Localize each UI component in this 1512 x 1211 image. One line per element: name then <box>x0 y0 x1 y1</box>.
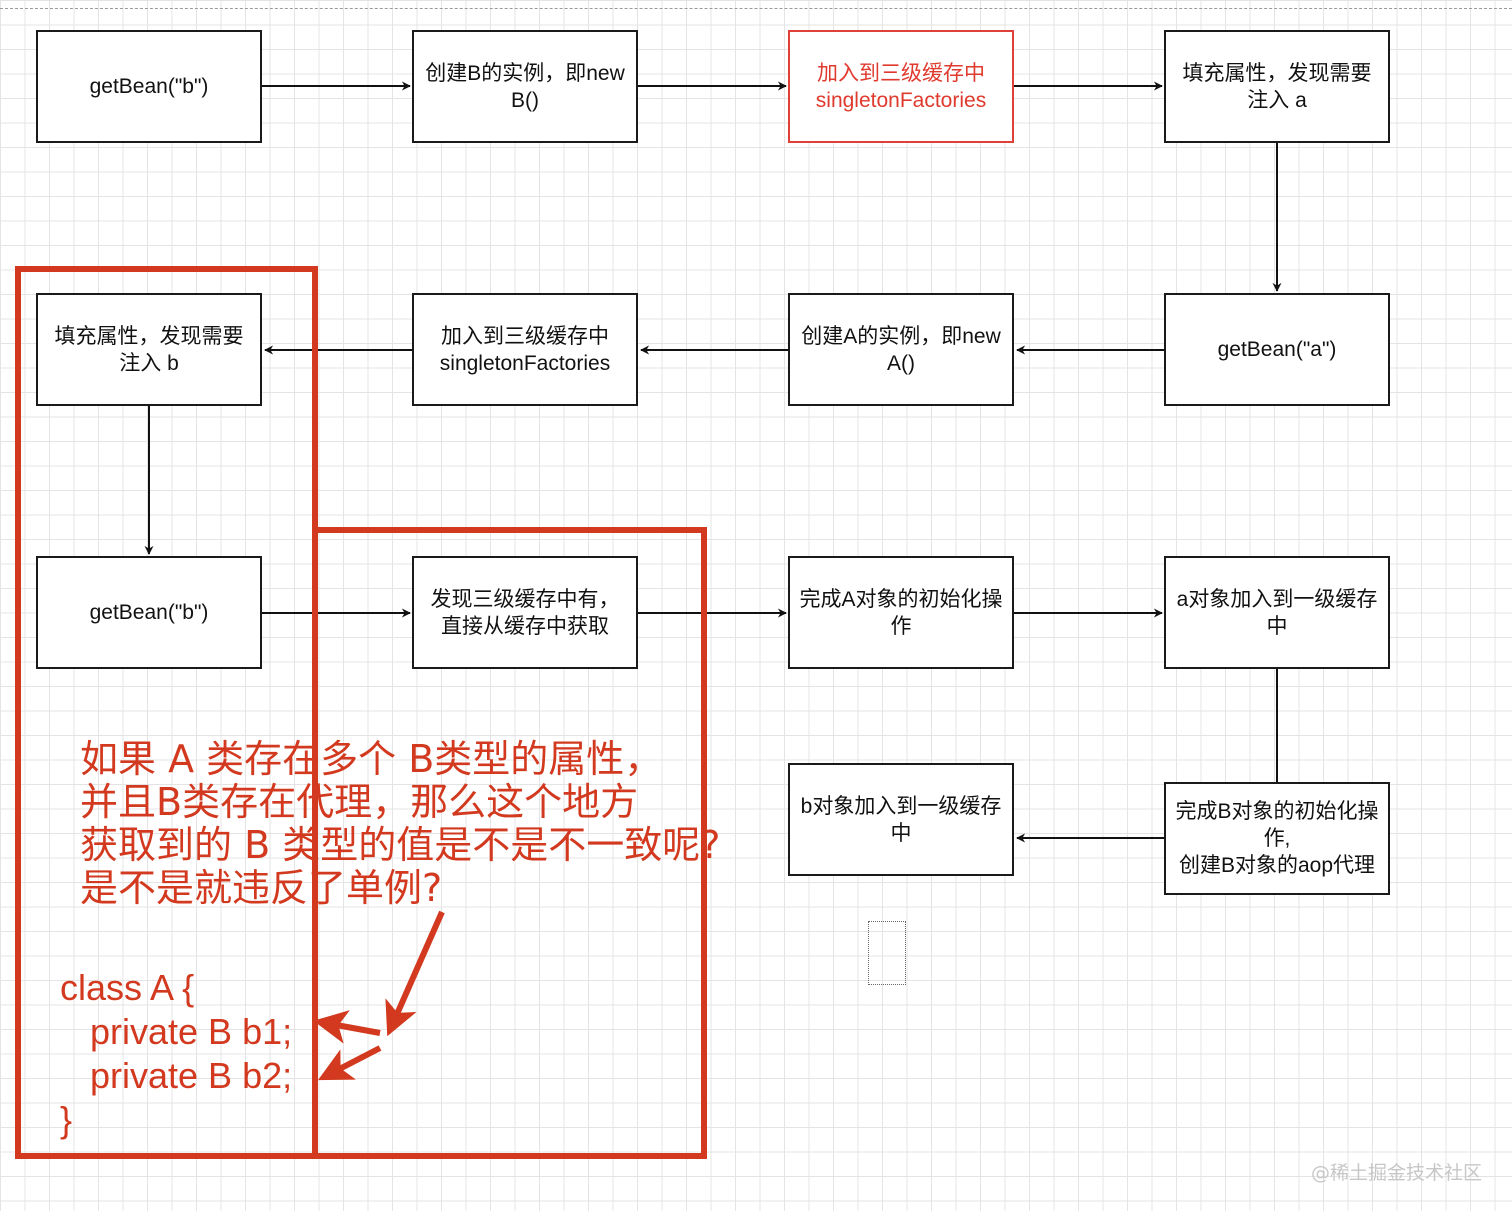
node-label: 完成B对象的初始化操 作, 创建B对象的aop代理 <box>1175 800 1379 877</box>
node-finish-a-init[interactable]: 完成A对象的初始化操 作 <box>788 556 1014 669</box>
node-label: 加入到三级缓存中 singletonFactories <box>815 61 987 112</box>
node-label: getBean("b") <box>89 75 209 98</box>
node-get-from-third-cache[interactable]: 发现三级缓存中有， 直接从缓存中获取 <box>412 556 638 669</box>
top-dashed-line <box>0 8 1512 9</box>
node-getbean-b-again[interactable]: getBean("b") <box>36 556 262 669</box>
node-label: a对象加入到一级缓存 中 <box>1176 587 1378 638</box>
node-label: 完成A对象的初始化操 作 <box>799 587 1003 638</box>
pointer-arrow-b1 <box>313 1010 381 1044</box>
node-label: 填充属性，发现需要 注入 a <box>1182 61 1372 112</box>
node-getbean-a[interactable]: getBean("a") <box>1164 293 1390 406</box>
node-create-a-instance[interactable]: 创建A的实例，即new A() <box>788 293 1014 406</box>
node-finish-b-init-aop[interactable]: 完成B对象的初始化操 作, 创建B对象的aop代理 <box>1164 782 1390 895</box>
highlight-right-region <box>315 527 707 1159</box>
node-getbean-b-start[interactable]: getBean("b") <box>36 30 262 143</box>
node-b-to-first-cache[interactable]: b对象加入到一级缓存 中 <box>788 763 1014 876</box>
node-label: 创建A的实例，即new A() <box>801 324 1001 375</box>
node-label: 加入到三级缓存中 singletonFactories <box>439 324 611 375</box>
node-a-to-first-cache[interactable]: a对象加入到一级缓存 中 <box>1164 556 1390 669</box>
node-label: 填充属性，发现需要 注入 b <box>54 324 244 375</box>
node-populate-b-needs-a[interactable]: 填充属性，发现需要 注入 a <box>1164 30 1390 143</box>
pointer-arrow-b2 <box>317 1045 382 1081</box>
node-populate-a-needs-b[interactable]: 填充属性，发现需要 注入 b <box>36 293 262 406</box>
node-label: 创建B的实例，即new B() <box>425 61 625 112</box>
annotation-question: 如果 A 类存在多个 B类型的属性， 并且B类存在代理，那么这个地方 获取到的 … <box>80 737 721 910</box>
pointer-arrow-down <box>385 910 445 1037</box>
node-add-b-third-cache[interactable]: 加入到三级缓存中 singletonFactories <box>788 30 1014 143</box>
node-label: getBean("a") <box>1217 338 1337 361</box>
watermark: @稀土掘金技术社区 <box>1310 1162 1482 1184</box>
highlight-left-column <box>15 266 318 1159</box>
annotation-code: class A { private B b1; private B b2; } <box>60 967 293 1140</box>
node-label: b对象加入到一级缓存 中 <box>800 794 1002 845</box>
node-add-a-third-cache[interactable]: 加入到三级缓存中 singletonFactories <box>412 293 638 406</box>
empty-selection-placeholder <box>868 921 906 985</box>
node-label: getBean("b") <box>89 601 209 624</box>
node-create-b-instance[interactable]: 创建B的实例，即new B() <box>412 30 638 143</box>
node-label: 发现三级缓存中有， 直接从缓存中获取 <box>430 587 620 638</box>
